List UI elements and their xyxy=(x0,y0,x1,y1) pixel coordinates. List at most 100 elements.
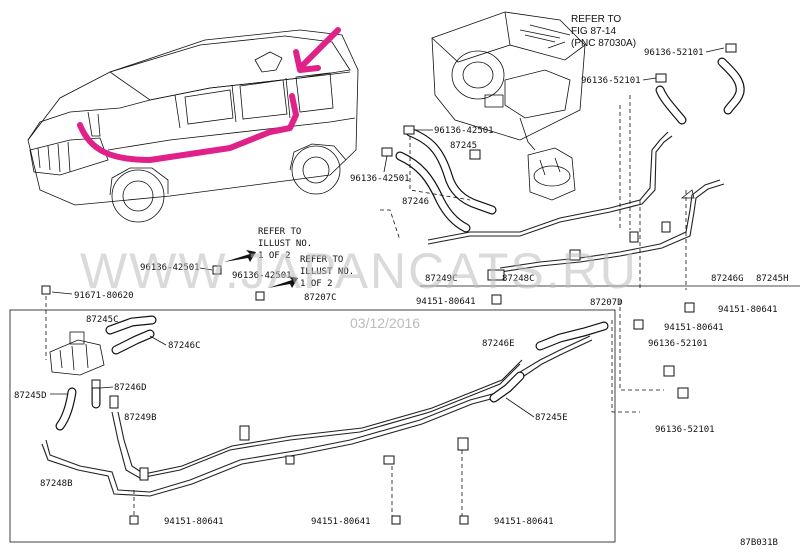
clamp-96136-52101-a xyxy=(725,43,737,53)
leader-96136-42501-c xyxy=(199,267,213,271)
label-94151-80641-f: 94151-80641 xyxy=(494,517,554,527)
label-96136-52101-c: 96136-52101 xyxy=(648,339,708,349)
bolt-94151-80641-a xyxy=(491,294,502,305)
leader-lower-right-2 xyxy=(619,300,664,391)
label-96136-52101-b: 96136-52101 xyxy=(581,76,641,86)
highlight-arrow-head xyxy=(293,49,321,73)
label-94151-80641-e: 94151-80641 xyxy=(311,517,371,527)
pipe-clip-d xyxy=(569,249,581,261)
clamp-96136-52101-b xyxy=(655,73,667,83)
watermark-text: WWW.JAPANCATS.RU xyxy=(80,243,638,299)
label-87245: 87245 xyxy=(450,141,477,151)
lower-pipe-a xyxy=(45,335,591,493)
watermark-date: 03/12/2016 xyxy=(350,315,420,331)
label-94151-80641-a: 94151-80641 xyxy=(416,297,476,307)
label-96136-52101-a: 96136-52101 xyxy=(644,48,704,58)
figure-code: 87B031B xyxy=(740,538,778,548)
refer-illust-a-line1: REFER TO xyxy=(258,227,301,237)
highlight-arrow-shaft xyxy=(299,27,341,69)
clamp-96136-52101-d xyxy=(677,387,689,399)
label-87245c: 87245C xyxy=(86,315,119,325)
vehicle-illustration xyxy=(27,29,359,223)
label-87248c: 87248C xyxy=(502,274,535,284)
leader-upper-5 xyxy=(409,136,471,201)
pipe-bracket xyxy=(680,189,695,199)
refer-illust-a-line3: 1 OF 2 xyxy=(258,251,291,261)
refer-illust-b-line3: 1 OF 2 xyxy=(300,279,333,289)
leader-96136-52101-b xyxy=(642,77,657,81)
label-87249b: 87249B xyxy=(124,413,157,423)
pipe-clip-c xyxy=(661,221,671,233)
clamp-87249b xyxy=(109,395,119,409)
refer-fig-line1: REFER TO xyxy=(571,14,621,25)
label-87245d: 87245D xyxy=(14,391,47,401)
bolt-94151-80641-e xyxy=(391,515,401,525)
pipe-bracket-b xyxy=(457,437,469,451)
label-87246g: 87246G xyxy=(711,274,744,284)
clamp-96136-42501-d xyxy=(255,291,265,301)
pipe-87248c-b xyxy=(499,183,725,273)
upper-hose-87245 xyxy=(405,127,497,215)
clamp-87245 xyxy=(469,149,481,160)
bolt-94151-80641-b xyxy=(684,302,695,313)
lower-pipe-c xyxy=(111,363,521,479)
upper-hose-87246 xyxy=(395,151,471,233)
lower-assembly-frame xyxy=(9,309,616,543)
leader-lower-right xyxy=(611,320,640,413)
leader-87245e xyxy=(505,397,535,418)
clamp-96136-42501-a xyxy=(403,125,415,135)
label-87207d: 87207D xyxy=(590,298,623,308)
refer-illust-a-line2: ILLUST NO. xyxy=(258,239,312,249)
pipe-clip-a xyxy=(487,269,505,281)
bolt-94151-80641-f xyxy=(459,515,469,525)
clamp-96136-52101-c xyxy=(663,365,675,377)
bolt-94151-80641-c xyxy=(633,319,644,330)
pipe-bracket-a xyxy=(239,425,250,441)
refer-arrow-a-icon xyxy=(224,250,256,262)
leader-87246d xyxy=(99,386,114,389)
label-87249c: 87249C xyxy=(425,274,458,284)
highlight-hose-route xyxy=(77,93,299,163)
refer-fig-line2: FIG 87-14 xyxy=(571,26,616,37)
pipe-clip-g xyxy=(139,467,149,481)
label-87207c: 87207C xyxy=(304,293,337,303)
pipe-clip-b xyxy=(629,231,639,243)
hose-87245d xyxy=(55,387,77,431)
label-87245e: 87245E xyxy=(535,413,568,423)
label-87248b: 87248B xyxy=(40,479,73,489)
refer-fig-leader xyxy=(547,41,566,49)
label-96136-42501-c: 96136-42501 xyxy=(140,263,200,273)
bolt-94151-80641-d xyxy=(129,515,139,525)
right-hose-87246g xyxy=(655,85,687,125)
refer-illust-b-line2: ILLUST NO. xyxy=(300,267,354,277)
pipe-87249c-a xyxy=(427,131,669,241)
clamp-96136-42501-b xyxy=(381,147,393,157)
label-96136-52101-d: 96136-52101 xyxy=(655,425,715,435)
label-96136-42501-d: 96136-42501 xyxy=(232,271,292,281)
label-96136-42501-b: 96136-42501 xyxy=(350,174,410,184)
bolt-91671-80620 xyxy=(41,285,51,295)
hose-87246e xyxy=(535,321,609,351)
refer-fig-line3: (PNC 87030A) xyxy=(571,38,636,49)
lower-pipe-b xyxy=(41,339,593,497)
lower-pipe-d xyxy=(117,359,523,475)
label-94151-80641-c: 94151-80641 xyxy=(664,323,724,333)
label-87246c: 87246C xyxy=(168,341,201,351)
label-94151-80641-b: 94151-80641 xyxy=(718,305,778,315)
clamp-87246d xyxy=(91,379,101,389)
pipe-87249c-b xyxy=(427,135,673,245)
label-87246d: 87246D xyxy=(114,383,147,393)
hose-87245c xyxy=(105,315,157,335)
leader-91671-80620 xyxy=(51,291,73,295)
leader-upper-6 xyxy=(380,209,401,241)
pipe-clip-e xyxy=(285,455,295,465)
leader-87246c xyxy=(149,335,167,346)
right-hose-87245h xyxy=(717,57,745,115)
leader-96136-42501-b xyxy=(383,155,388,173)
label-94151-80641-d: 94151-80641 xyxy=(164,517,224,527)
label-87245h: 87245H xyxy=(756,274,789,284)
label-87246e: 87246E xyxy=(482,339,515,349)
label-87246: 87246 xyxy=(402,197,429,207)
